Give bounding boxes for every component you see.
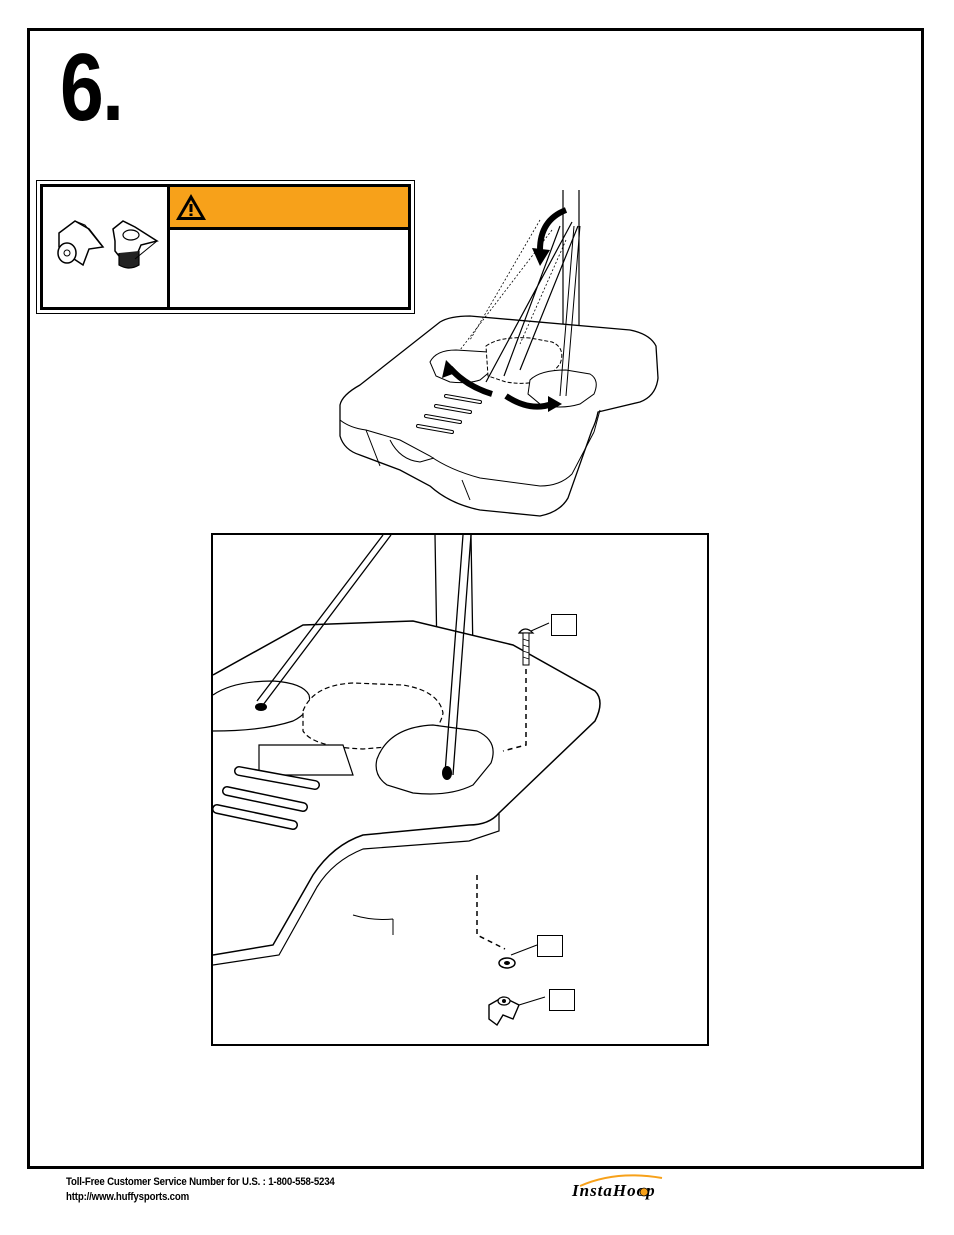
warning-box: [36, 180, 415, 314]
warning-header: [170, 187, 408, 230]
page-frame: [27, 28, 924, 1169]
callout-bolt: [551, 614, 577, 636]
detail-view: [211, 533, 709, 1046]
warning-triangle-icon: [176, 194, 206, 220]
warning-parts-panel: [43, 187, 170, 307]
footer-url[interactable]: http://www.huffysports.com: [66, 1191, 190, 1203]
footer-phone: Toll-Free Customer Service Number for U.…: [66, 1176, 335, 1188]
logo-swoosh-icon: [579, 1174, 663, 1197]
warning-box-inner: [40, 184, 411, 310]
instahoop-logo: InstaHoop: [572, 1181, 656, 1200]
step-number: 6.: [60, 34, 124, 141]
knob-parts-icon: [57, 220, 159, 269]
callout-washer: [537, 935, 563, 957]
callout-knob: [549, 989, 575, 1011]
detail-illustration: [213, 535, 601, 1027]
